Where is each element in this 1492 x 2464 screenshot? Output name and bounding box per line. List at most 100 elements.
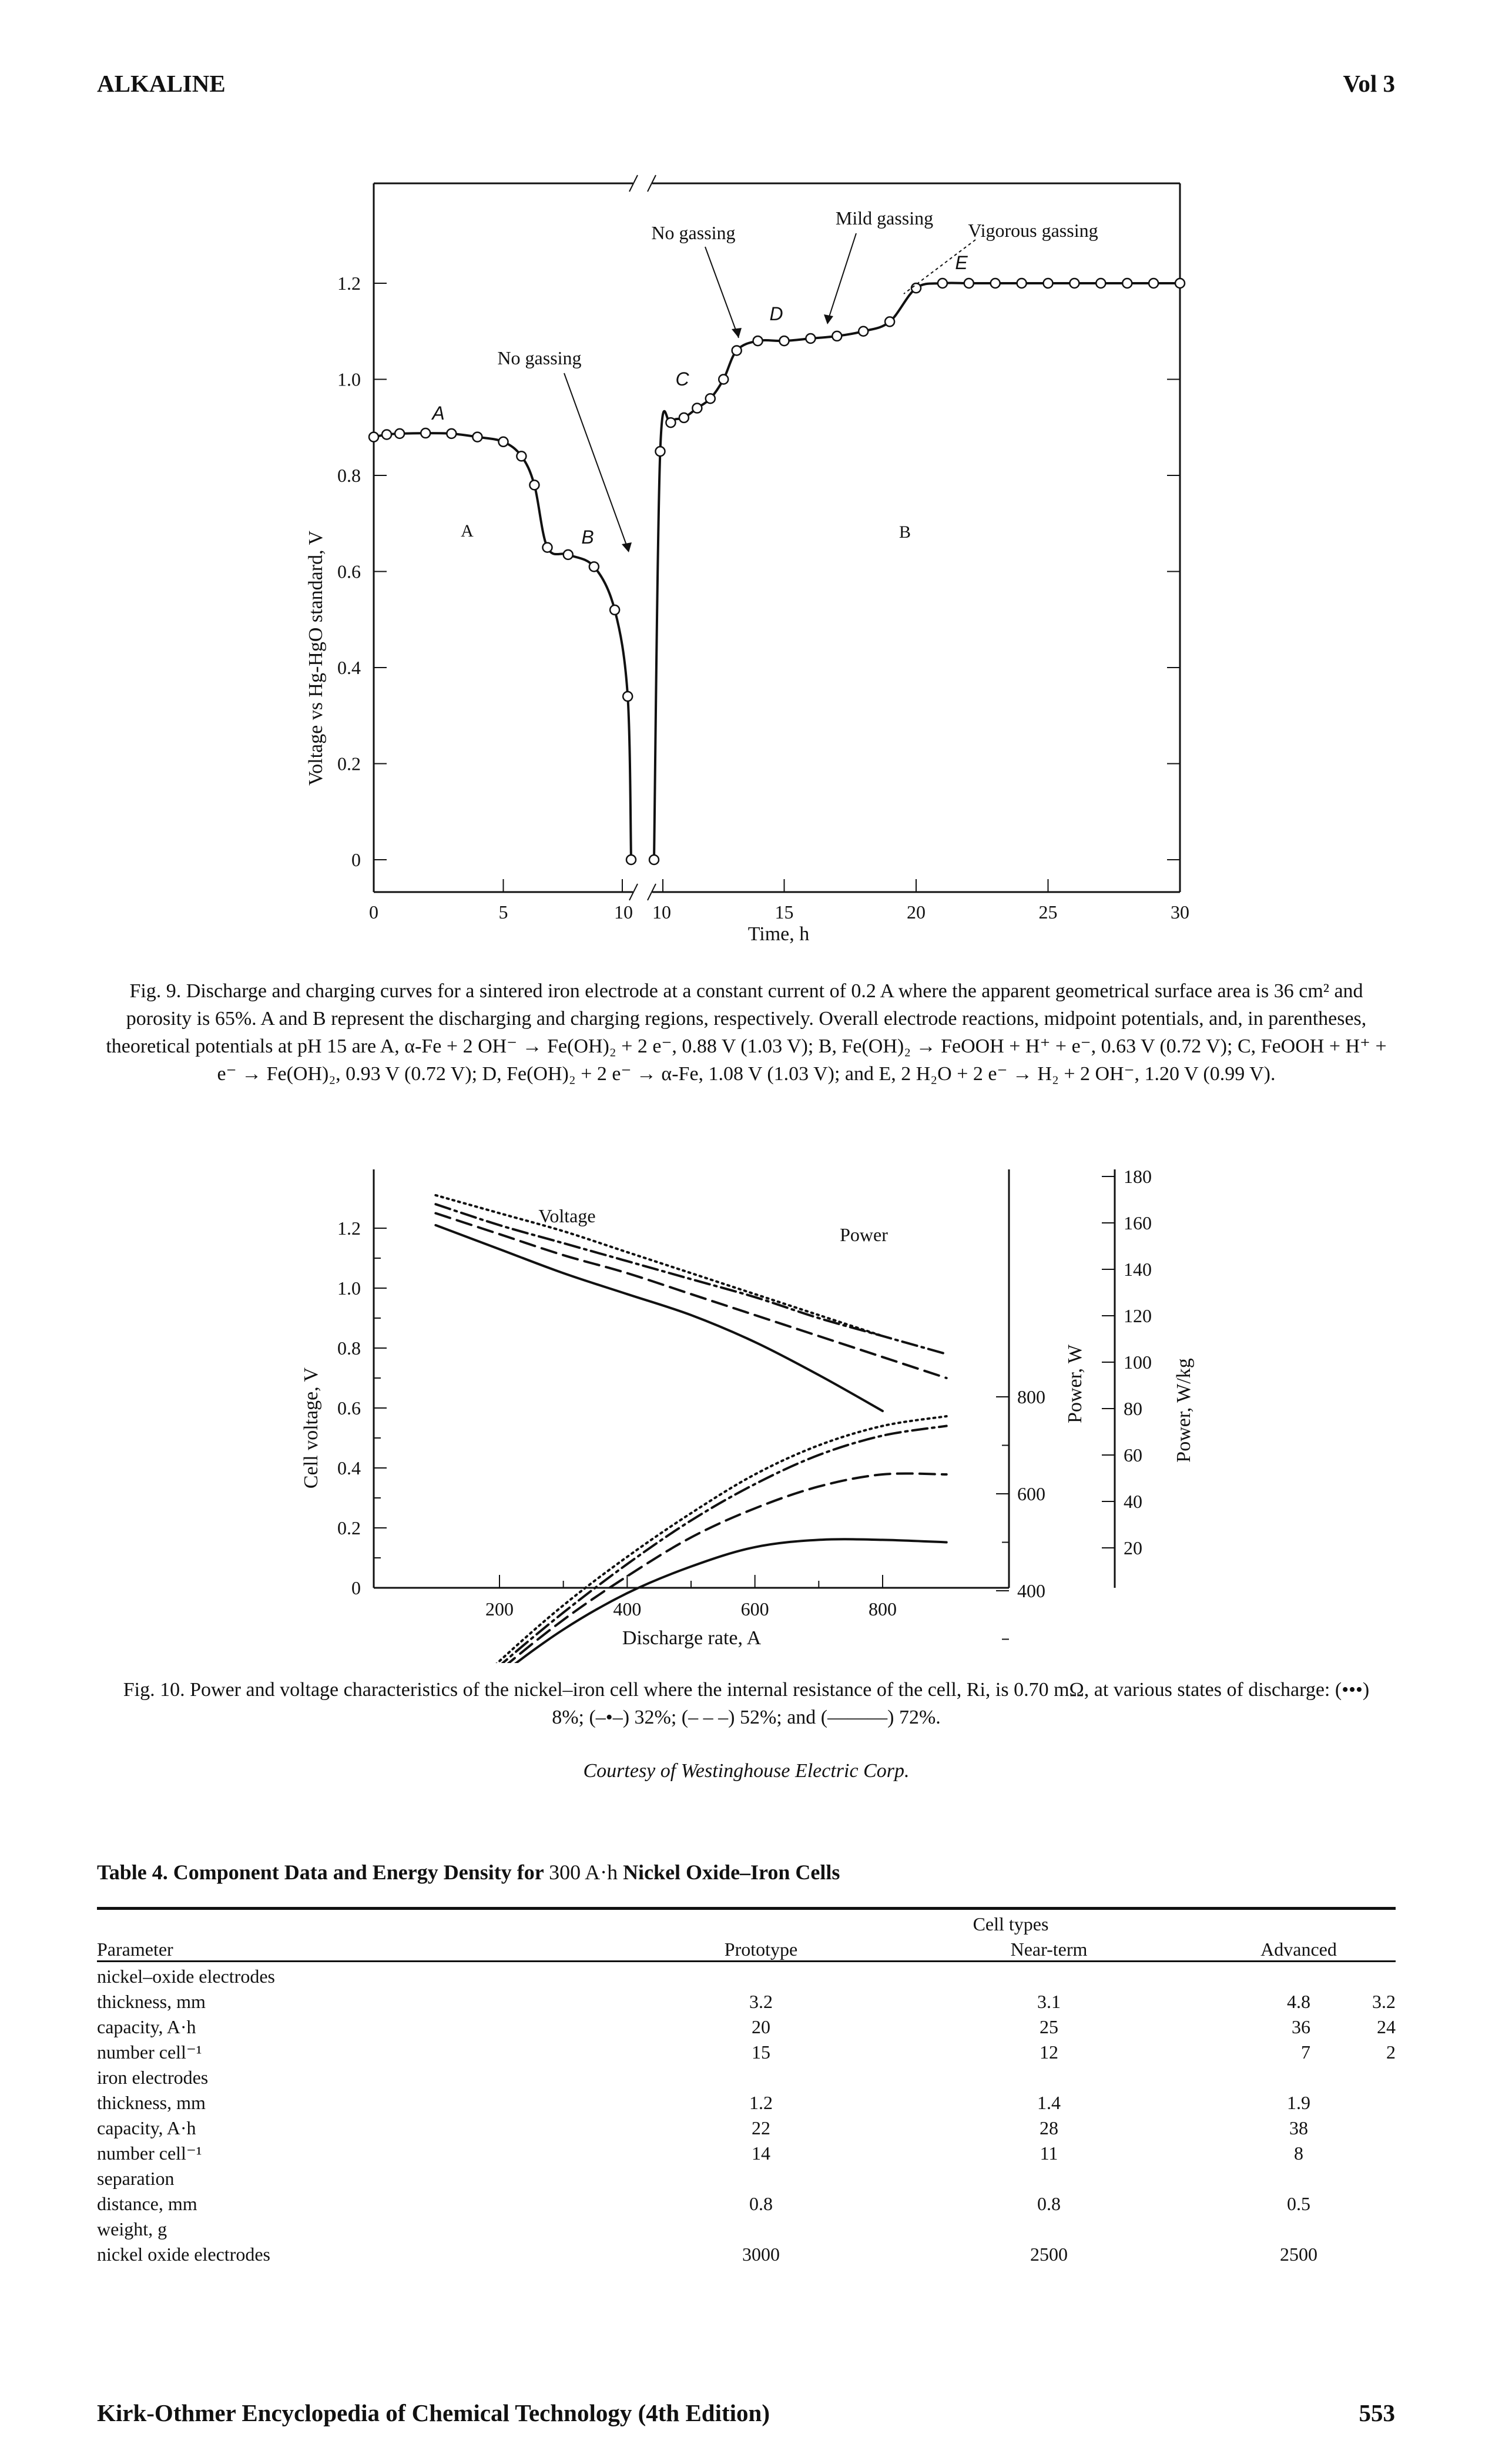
fig10-y2tick-label: 400 xyxy=(1017,1580,1045,1601)
fig10-y3tick-label: 120 xyxy=(1124,1305,1152,1326)
table4: Cell types Parameter Prototype Near-term… xyxy=(97,1907,1396,2265)
table4-row-label: separation xyxy=(97,2168,175,2189)
table4-row-label: thickness, mm xyxy=(97,1991,206,2012)
fig9-label-C: C xyxy=(675,368,689,390)
fig9-data-point xyxy=(622,690,633,702)
table4-col-prototype: Prototype xyxy=(724,1939,798,1960)
fig9-note-no-gassing-right: No gassing xyxy=(651,222,735,243)
table-row: nickel–oxide electrodes xyxy=(97,1962,1396,1988)
table4-cell: 24 xyxy=(1377,2016,1396,2037)
fig10-voltage-curve xyxy=(434,1194,884,1337)
table4-cell: 11 xyxy=(1040,2143,1058,2164)
fig10-ytick-label: 0.6 xyxy=(337,1397,361,1419)
fig9-xtick-label: 0 xyxy=(369,901,378,923)
table-row: iron electrodes xyxy=(97,2063,1396,2088)
fig9-data-point xyxy=(884,316,896,327)
fig9-ytick-label: 0.2 xyxy=(337,753,361,775)
fig10-label-voltage: Voltage xyxy=(538,1205,595,1226)
table4-cell: 28 xyxy=(1040,2117,1058,2138)
fig10-ytick-label: 1.0 xyxy=(337,1278,361,1299)
fig10-xtick-label: 600 xyxy=(741,1598,769,1620)
fig9-curves xyxy=(373,281,1180,860)
table4-cell: 2500 xyxy=(1280,2244,1317,2265)
fig9-data-point xyxy=(625,854,637,866)
fig9-data-point xyxy=(705,393,716,404)
fig9-data-point xyxy=(1016,277,1027,289)
fig10-power-curve xyxy=(514,1538,948,1663)
table-row: capacity, A·h 22 28 38 xyxy=(97,2114,1396,2139)
fig9-data-point xyxy=(692,403,703,414)
fig9-label-E: E xyxy=(955,252,968,273)
fig9-discharge-curve xyxy=(373,432,632,860)
running-header-right: Vol 3 xyxy=(1343,70,1396,97)
fig10-voltage-curve xyxy=(434,1223,884,1413)
table4-cell: 0.5 xyxy=(1287,2193,1310,2214)
table4-cell: 4.8 xyxy=(1287,1991,1310,2012)
fig9-arrowhead xyxy=(622,542,632,552)
fig9-ylabel: Voltage vs Hg-HgO standard, V xyxy=(305,531,327,786)
table4-title-part2: 300 A·h xyxy=(549,1860,618,1884)
fig9-label-A: A xyxy=(431,403,444,424)
fig9-data-point xyxy=(381,429,393,440)
fig10-xtick-label: 800 xyxy=(869,1598,897,1620)
fig9-ytick-label: 0 xyxy=(351,849,361,870)
table4-cell: 3.1 xyxy=(1037,1991,1061,2012)
fig9-data-point xyxy=(529,480,540,491)
fig10-ytick-label: 0.8 xyxy=(337,1337,361,1359)
fig9-data-point xyxy=(655,445,666,457)
table4-cell: 1.9 xyxy=(1287,2092,1310,2113)
fig9-data-point xyxy=(446,428,457,440)
fig9-data-point xyxy=(910,282,922,294)
fig9-data-point xyxy=(648,854,660,866)
fig9-data-point xyxy=(368,431,380,442)
fig9-ytick-label: 1.0 xyxy=(337,369,361,390)
table4-cell: 2500 xyxy=(1030,2244,1068,2265)
fig10-ytick-label: 0.4 xyxy=(337,1457,361,1479)
fig9-label-B: B xyxy=(581,527,594,548)
fig9-data-point xyxy=(542,542,553,553)
fig9-frame xyxy=(373,175,1181,901)
fig10-y2tick-label: 600 xyxy=(1017,1483,1045,1504)
fig10-voltage-curve xyxy=(434,1203,948,1356)
table4-cell: 1.4 xyxy=(1037,2092,1061,2113)
table-row: distance, mm 0.8 0.8 0.5 xyxy=(97,2190,1396,2215)
fig9-break-mark xyxy=(629,883,656,901)
table-row: capacity, A·h 20 25 36 24 xyxy=(97,2013,1396,2038)
fig10-ytick-label: 1.2 xyxy=(337,1218,361,1239)
table4-cell: 3.2 xyxy=(1372,1991,1396,2012)
fig9-ytick-label: 0.6 xyxy=(337,561,361,582)
fig9-data-point xyxy=(498,436,509,448)
fig9-xtick-label: 5 xyxy=(499,901,508,923)
table4-title-part3: Nickel Oxide–Iron Cells xyxy=(618,1860,840,1884)
table4-row-label: capacity, A·h xyxy=(97,2117,196,2138)
table4-row-label: nickel oxide electrodes xyxy=(97,2244,270,2265)
fig10-y3tick-label: 160 xyxy=(1124,1212,1152,1233)
table4-row-label: number cell⁻¹ xyxy=(97,2143,202,2164)
fig10-y2label: Power, W xyxy=(1064,1344,1086,1423)
fig9-xtick-label: 15 xyxy=(775,901,794,923)
fig9-data-point xyxy=(562,549,574,561)
fig9-pointer-mild xyxy=(828,233,857,319)
fig9-data-point xyxy=(717,374,729,385)
fig9-arrowhead xyxy=(732,328,742,338)
fig10-y3label: Power, W/kg xyxy=(1173,1358,1195,1462)
running-header-left: ALKALINE xyxy=(97,70,226,97)
fig10-ytick-label: 0 xyxy=(351,1577,361,1598)
fig9-caption: Fig. 9. Discharge and charging curves fo… xyxy=(106,980,1387,1085)
running-footer-right: 553 xyxy=(1359,2399,1396,2426)
fig10-caption-line2: 8%; (–•–) 32%; (– – –) 52%; and (———) 72… xyxy=(552,1707,941,1728)
table4-cell: 2 xyxy=(1386,2041,1396,2063)
fig9-data-point xyxy=(609,604,621,616)
fig9-data-point xyxy=(420,427,431,439)
fig9-ytick-label: 0.4 xyxy=(337,657,361,678)
table-row: thickness, mm 3.2 3.1 4.8 3.2 xyxy=(97,1987,1396,2013)
fig10-xtick-label: 400 xyxy=(613,1598,641,1620)
table4-cell: 14 xyxy=(752,2143,770,2164)
fig9-xtick-label: 30 xyxy=(1171,901,1189,923)
table-row: separation xyxy=(97,2164,1396,2190)
fig9-region-B: B xyxy=(899,522,911,542)
fig10-y3tick-label: 40 xyxy=(1124,1491,1142,1512)
fig9-xtick-label: 10 xyxy=(614,901,633,923)
